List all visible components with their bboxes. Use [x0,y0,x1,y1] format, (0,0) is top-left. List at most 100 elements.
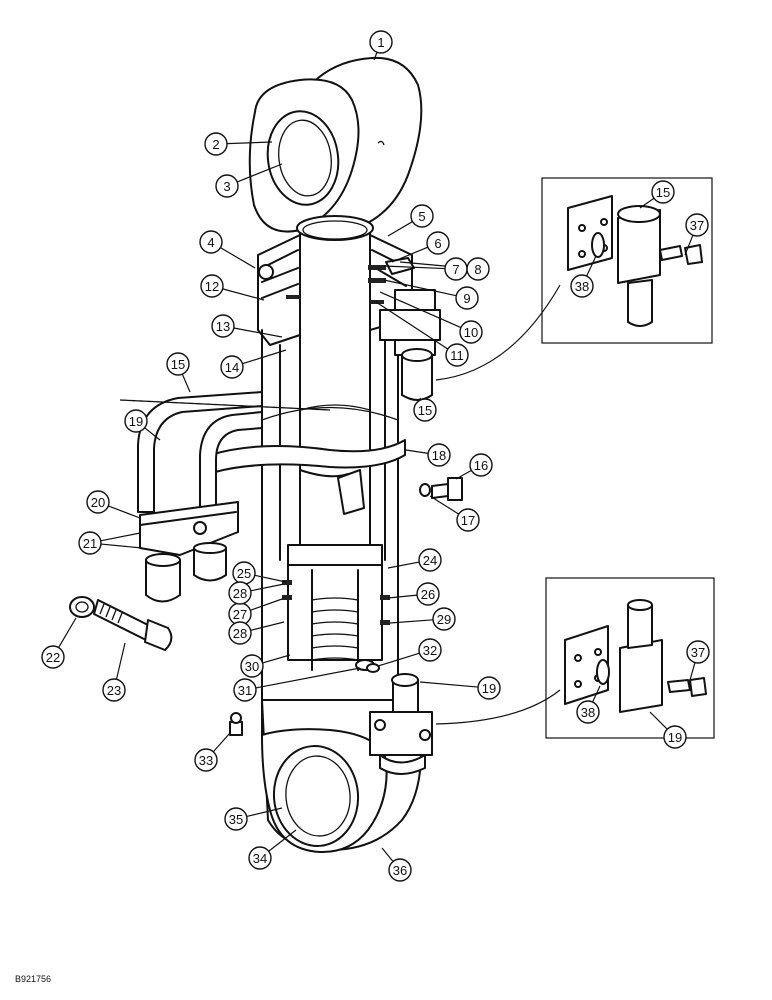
right-upper-tube [379,289,441,401]
callout-23: 23 [102,678,126,702]
callout-5: 5 [410,204,434,228]
callout-15: 15 [166,352,190,376]
callout-leader-13 [233,327,283,338]
callout-circle [576,700,600,724]
callout-4: 4 [199,230,223,254]
callout-9: 9 [455,286,479,310]
callout-circle [663,725,687,749]
callout-leader-11 [375,301,449,350]
callout-6: 6 [426,231,450,255]
callout-number: 24 [423,553,437,568]
callout-leader-25 [254,574,287,583]
callout-leader-15 [181,373,191,393]
right-lower-tube [369,673,433,775]
callout-38: 38 [576,700,600,724]
callout-circle [248,846,272,870]
callout-circle [102,678,126,702]
callout-number: 14 [225,360,239,375]
callout-leader-20 [108,505,141,519]
callout-leader-1 [373,52,378,61]
callout-leader-21 [100,543,143,549]
callout-leader-4 [220,247,256,269]
callout-circle [459,320,483,344]
callout-15: 15 [413,398,437,422]
callout-leader-37 [689,662,696,681]
callout-leader-17 [429,495,460,515]
callout-circle [685,213,709,237]
callout-number: 19 [482,681,496,696]
callout-20: 20 [86,490,110,514]
callout-leader-34 [268,829,297,852]
callout-number: 19 [668,730,682,745]
callout-14: 14 [220,355,244,379]
callout-number: 6 [434,236,441,251]
callout-number: 35 [229,812,243,827]
callout-leader-29 [389,619,434,624]
callout-circle [418,548,442,572]
callout-number: 19 [129,414,143,429]
callout-number: 10 [464,325,478,340]
callout-19: 19 [124,409,148,433]
callout-number: 15 [171,357,185,372]
callout-circle [477,676,501,700]
callout-leader-28 [250,583,285,592]
callout-circle [204,132,228,156]
callout-33: 33 [194,748,218,772]
callout-circle [228,621,252,645]
callout-circle [426,231,450,255]
callout-circle [240,654,264,678]
callout-circle [369,30,393,54]
callout-number: 28 [233,586,247,601]
callout-number: 27 [233,607,247,622]
callout-3: 3 [215,174,239,198]
left-hydraulic-tube [137,391,263,603]
callout-circle [570,274,594,298]
callout-circle [224,807,248,831]
callout-1: 1 [369,30,393,54]
callout-number: 32 [423,643,437,658]
callout-circle [211,314,235,338]
figure-id: B921756 [15,974,51,984]
callout-circle [469,453,493,477]
inset-lower-leader [435,689,561,725]
callout-number: 3 [223,179,230,194]
callout-number: 38 [575,279,589,294]
callout-circle [456,508,480,532]
callout-number: 28 [233,626,247,641]
callout-leader-28 [250,621,285,631]
callout-21: 21 [78,531,102,555]
callout-circle [215,174,239,198]
callout-leader-19 [649,711,668,730]
callout-circle [455,286,479,310]
callout-leader-19 [144,427,161,441]
inset-upper [541,177,713,344]
callout-leader-23 [115,642,126,680]
callout-circle [124,409,148,433]
callout-leader-32 [377,652,420,667]
callout-number: 5 [418,209,425,224]
callout-25: 25 [232,561,256,585]
callout-13: 13 [211,314,235,338]
callout-38: 38 [570,274,594,298]
piston-assembly [282,544,390,671]
callout-leaders [58,52,696,862]
gland-head [257,234,415,346]
callout-34: 34 [248,846,272,870]
callout-leader-12 [222,288,265,301]
callout-number: 30 [245,659,259,674]
callout-leader-21 [100,532,141,542]
callout-29: 29 [432,607,456,631]
callout-circle [220,355,244,379]
callout-number: 17 [461,513,475,528]
callout-10: 10 [459,320,483,344]
callout-number: 13 [216,319,230,334]
callout-24: 24 [418,548,442,572]
callout-8: 8 [466,257,490,281]
callout-leader-35 [246,807,283,818]
callout-leader-16 [455,469,472,480]
callout-32: 32 [418,638,442,662]
callout-circle [78,531,102,555]
callout-number: 18 [432,448,446,463]
